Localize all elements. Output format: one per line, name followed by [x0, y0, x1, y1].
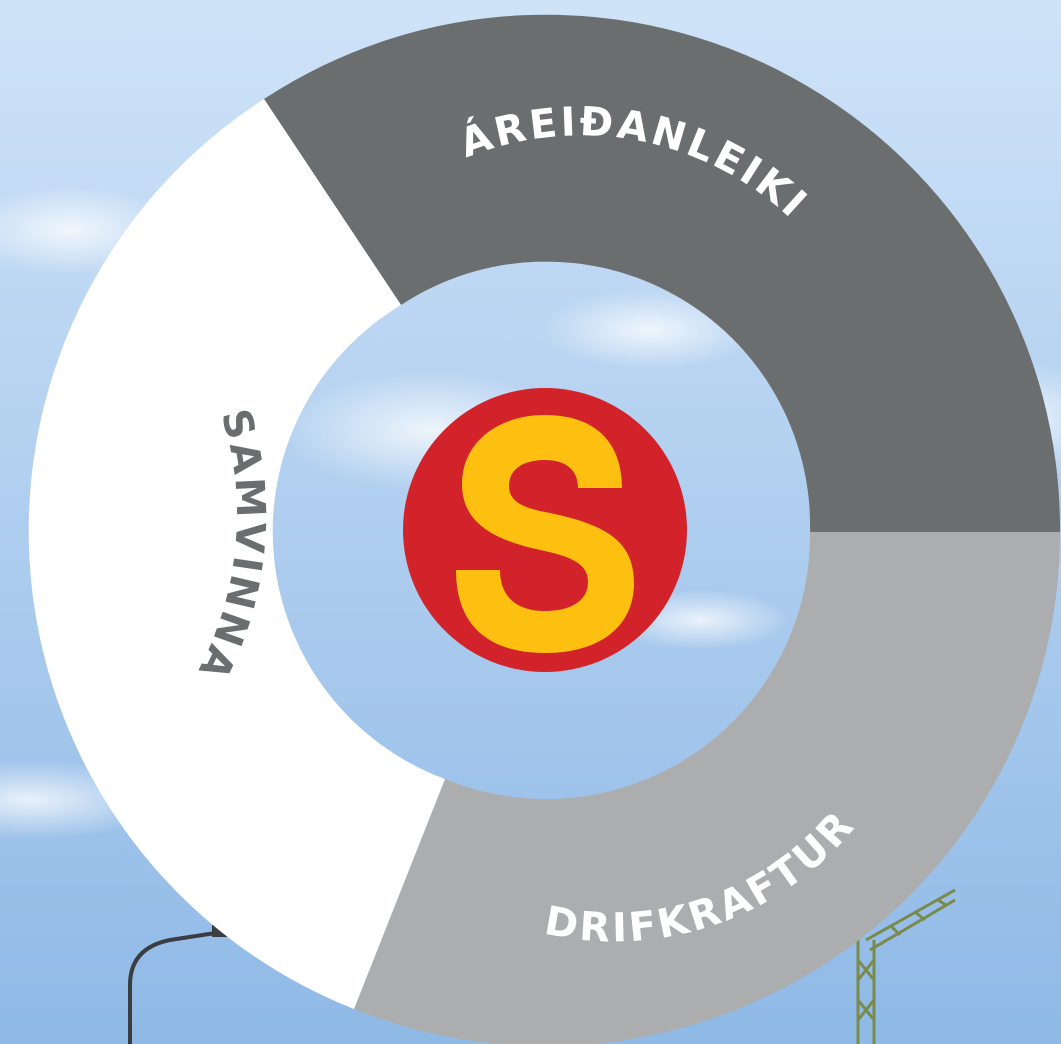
values-wheel: ÁREIÐANLEIKI DRIFKRAFTUR SAMVINNA	[28, 14, 1061, 1044]
crane-icon	[856, 888, 956, 1044]
segment-areidanleiki	[264, 14, 1061, 532]
segment-samvinna	[28, 99, 445, 1009]
logo-letter-s	[456, 415, 634, 653]
segment-drifkraftur	[354, 532, 1060, 1044]
company-logo	[403, 388, 687, 672]
